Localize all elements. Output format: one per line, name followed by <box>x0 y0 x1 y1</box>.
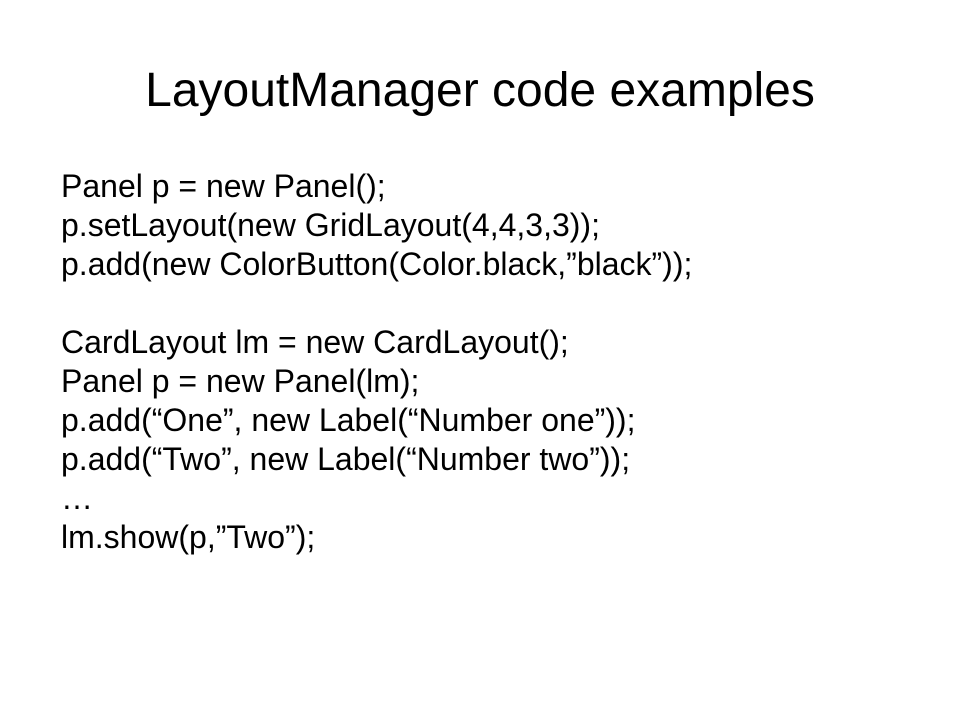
code-line: CardLayout lm = new CardLayout(); <box>61 324 569 360</box>
slide-title: LayoutManager code examples <box>145 64 815 117</box>
code-example-list: Panel p = new Panel(); p.setLayout(new G… <box>61 167 941 557</box>
code-line: Panel p = new Panel(); <box>61 168 386 204</box>
ellipsis-line: … <box>61 480 93 516</box>
code-line: p.add(new ColorButton(Color.black,”black… <box>61 246 693 282</box>
code-line: lm.show(p,”Two”); <box>61 519 316 555</box>
code-line: p.add(“One”, new Label(“Number one”)); <box>61 402 636 438</box>
code-line: p.add(“Two”, new Label(“Number two”)); <box>61 441 631 477</box>
code-line: Panel p = new Panel(lm); <box>61 363 420 399</box>
code-line: p.setLayout(new GridLayout(4,4,3,3)); <box>61 207 600 243</box>
blank-line <box>61 284 941 323</box>
